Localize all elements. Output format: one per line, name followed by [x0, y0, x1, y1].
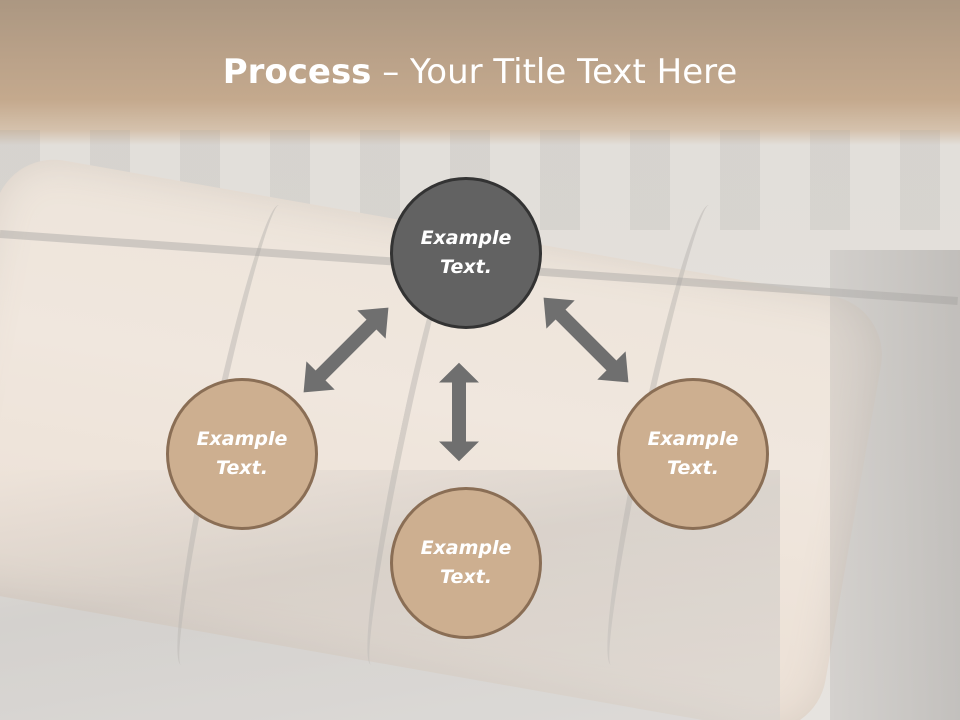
left-circle[interactable]: Example Text.: [166, 378, 318, 530]
bottom-circle-text: Example Text.: [420, 537, 512, 588]
double-arrow-vertical-icon: [439, 362, 479, 462]
left-circle-text: Example Text.: [196, 428, 288, 479]
press-frame-right: [830, 250, 960, 720]
double-arrow-left-icon: [289, 293, 403, 407]
right-circle-text: Example Text.: [647, 428, 739, 479]
title-rest: – Your Title Text Here: [371, 52, 738, 92]
center-circle[interactable]: Example Text.: [390, 177, 542, 329]
bottom-circle[interactable]: Example Text.: [390, 487, 542, 639]
double-arrow-right-icon: [529, 283, 643, 397]
title-strong: Process: [222, 52, 372, 92]
center-circle-text: Example Text.: [420, 227, 512, 278]
right-circle[interactable]: Example Text.: [617, 378, 769, 530]
slide-title: Process – Your Title Text Here: [0, 52, 960, 92]
